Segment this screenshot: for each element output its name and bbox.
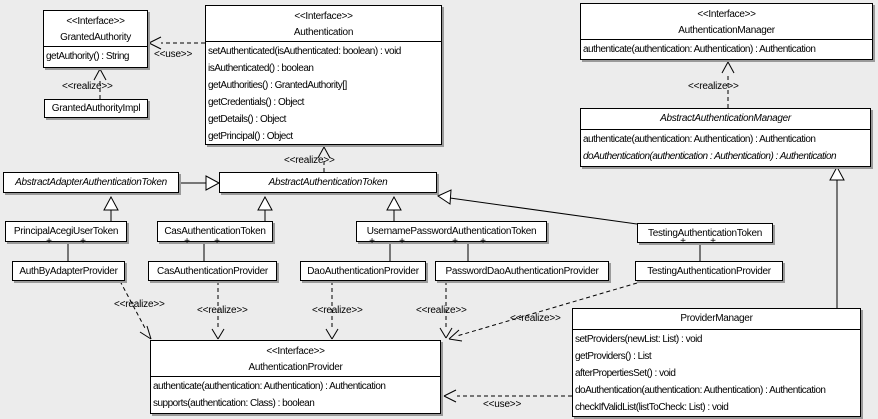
method-row: getPrincipal() : Object — [208, 131, 293, 142]
class-name: GrantedAuthorityImpl — [51, 103, 141, 114]
class-name: CasAuthenticationToken — [164, 226, 266, 237]
method-row: supports(authentication: Class) : boolea… — [153, 398, 315, 409]
class-authentication-provider: <<Interface>> AuthenticationProvider aut… — [150, 340, 441, 414]
class-name: CasAuthenticationProvider — [157, 265, 268, 277]
class-name: UsernamePasswordAuthenticationToken — [366, 226, 537, 237]
method-row: authenticate(authentication: Authenticat… — [583, 44, 816, 55]
class-name: AuthenticationManager — [678, 25, 775, 36]
use-arrow-authentication-to-grantedauthority — [148, 36, 205, 50]
stereotype-label: <<Interface>> — [266, 346, 325, 357]
generalization-arrow-cas-token — [257, 195, 273, 221]
generalization-arrow-adapter-token-to-abstract-token — [179, 175, 221, 191]
stereotype-label: <<Interface>> — [697, 9, 756, 20]
class-name: AuthenticationProvider — [248, 362, 343, 373]
association-plus: + — [399, 236, 405, 247]
realize-label: <<realize>> — [197, 305, 248, 316]
method-row: afterPropertiesSet() : void — [575, 368, 676, 379]
class-username-password-authentication-token: UsernamePasswordAuthenticationToken — [356, 221, 547, 242]
generalization-arrow-testing-token — [436, 189, 638, 225]
class-abstract-authentication-manager: AbstractAuthenticationManager authentica… — [580, 108, 871, 167]
realize-label: <<realize>> — [62, 81, 113, 92]
generalization-arrow-principal-token — [103, 195, 119, 221]
realize-label: <<realize>> — [416, 305, 467, 316]
realize-label: <<realize>> — [284, 155, 335, 166]
method-row: getProviders() : List — [575, 351, 652, 362]
association-plus: + — [369, 236, 375, 247]
class-granted-authority-impl: GrantedAuthorityImpl — [44, 99, 148, 118]
class-testing-authentication-provider: TestingAuthenticationProvider — [635, 261, 783, 281]
association-plus: + — [80, 236, 86, 247]
class-cas-authentication-token: CasAuthenticationToken — [157, 221, 273, 242]
association-plus: + — [46, 236, 52, 247]
method-row: doAuthentication(authentication : Authen… — [583, 151, 837, 162]
class-name: AuthByAdapterProvider — [19, 265, 118, 277]
class-password-dao-authentication-provider: PasswordDaoAuthenticationProvider — [435, 261, 609, 281]
method-row: authenticate(authentication: Authenticat… — [153, 381, 386, 392]
class-name: ProviderManager — [573, 309, 860, 330]
generalization-arrow-provider-manager — [829, 165, 845, 308]
realize-label: <<realize>> — [114, 299, 165, 310]
class-name: AbstractAuthenticationToken — [268, 177, 388, 188]
method-row: checkIfValidList(listToCheck: List) : vo… — [575, 402, 729, 413]
stereotype-label: <<Interface>> — [66, 16, 125, 27]
generalization-arrow-usernamepassword-token — [386, 195, 402, 221]
class-name: TestingAuthenticationToken — [648, 227, 762, 239]
method-row: doAuthentication(authentication: Authent… — [575, 385, 826, 396]
association-plus: + — [480, 236, 486, 247]
method-row: getAuthority() : String — [46, 51, 129, 62]
class-auth-by-adapter-provider: AuthByAdapterProvider — [12, 261, 125, 281]
class-name: PrincipalAcegiUserToken — [13, 226, 119, 237]
stereotype-label: <<Interface>> — [294, 11, 353, 22]
method-row: authenticate(authentication: Authenticat… — [583, 134, 816, 145]
class-abstract-authentication-token: AbstractAuthenticationToken — [219, 172, 437, 193]
class-provider-manager: ProviderManager setProviders(newList: Li… — [572, 308, 861, 417]
method-row: getCredentials() : Object — [208, 97, 304, 108]
class-testing-authentication-token: TestingAuthenticationToken — [637, 223, 773, 243]
class-name: Authentication — [293, 27, 354, 38]
class-name: AbstractAdapterAuthenticationToken — [15, 177, 167, 188]
class-principal-acegi-user-token: PrincipalAcegiUserToken — [5, 221, 127, 242]
method-row: getAuthorities() : GrantedAuthority[] — [208, 80, 347, 91]
association-lines-token-provider — [67, 242, 701, 261]
class-name: PasswordDaoAuthenticationProvider — [445, 265, 599, 277]
class-dao-authentication-provider: DaoAuthenticationProvider — [300, 261, 426, 281]
class-name: AbstractAuthenticationManager — [581, 109, 870, 130]
class-name: GrantedAuthority — [60, 32, 131, 43]
association-plus: + — [214, 236, 220, 247]
association-plus: + — [452, 236, 458, 247]
association-plus: + — [184, 236, 190, 247]
class-cas-authentication-provider: CasAuthenticationProvider — [148, 261, 277, 281]
association-plus: + — [710, 236, 716, 247]
class-granted-authority: <<Interface>> GrantedAuthority getAuthor… — [43, 10, 148, 68]
association-plus: + — [680, 236, 686, 247]
use-label: <<use>> — [483, 399, 522, 410]
realize-label: <<realize>> — [510, 313, 561, 324]
method-row: setProviders(newList: List) : void — [575, 334, 702, 345]
realize-label: <<realize>> — [312, 305, 363, 316]
method-row: setAuthenticated(isAuthenticated: boolea… — [208, 46, 401, 57]
class-authentication-manager: <<Interface>> AuthenticationManager auth… — [580, 3, 873, 60]
method-row: isAuthenticated() : boolean — [208, 63, 314, 74]
use-label: <<use>> — [154, 49, 193, 60]
method-row: getDetails() : Object — [208, 114, 286, 125]
class-name: DaoAuthenticationProvider — [307, 265, 419, 277]
class-abstract-adapter-authentication-token: AbstractAdapterAuthenticationToken — [3, 172, 179, 193]
realize-arrow-authbyadapter-provider — [119, 280, 152, 340]
class-name: TestingAuthenticationProvider — [647, 265, 771, 277]
realize-label: <<realize>> — [688, 81, 739, 92]
class-authentication: <<Interface>> Authentication setAuthenti… — [205, 5, 442, 145]
